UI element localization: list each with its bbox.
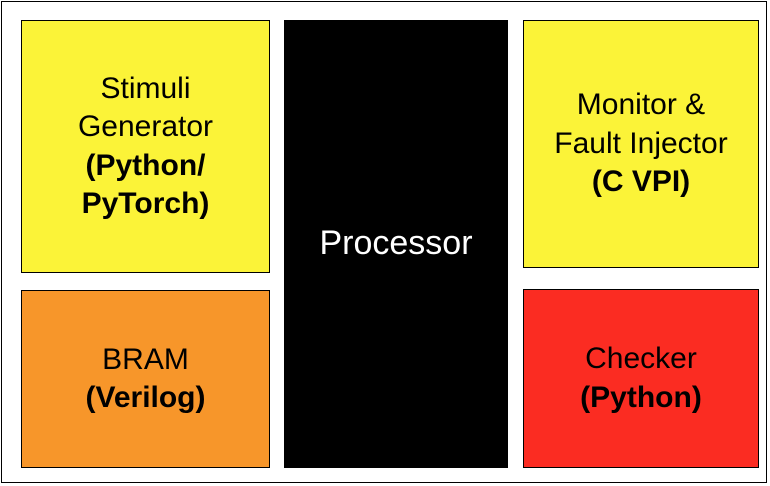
monitor-lang: (C VPI) (591, 165, 691, 199)
stimuli-lang-line-1: (Python/ (85, 148, 206, 182)
checker-lang: (Python) (580, 380, 702, 414)
checker-block: Checker (Python) (523, 289, 759, 468)
stimuli-generator-block: Stimuli Generator (Python/ PyTorch) (21, 20, 270, 273)
processor-label: Processor (319, 224, 473, 263)
stimuli-lang-line-2: PyTorch) (81, 186, 210, 220)
bram-title: BRAM (102, 342, 189, 376)
monitor-fault-injector-block: Monitor & Fault Injector (C VPI) (523, 20, 759, 268)
bram-lang: (Verilog) (85, 381, 206, 414)
checker-title: Checker (585, 342, 697, 376)
stimuli-title-line-2: Generator (77, 110, 214, 144)
monitor-title-line-2: Fault Injector (554, 126, 728, 160)
stimuli-title-line-1: Stimuli (100, 71, 191, 105)
bram-block: BRAM (Verilog) (21, 290, 270, 468)
monitor-title-line-1: Monitor & (576, 88, 706, 122)
processor-block: Processor (284, 20, 508, 468)
